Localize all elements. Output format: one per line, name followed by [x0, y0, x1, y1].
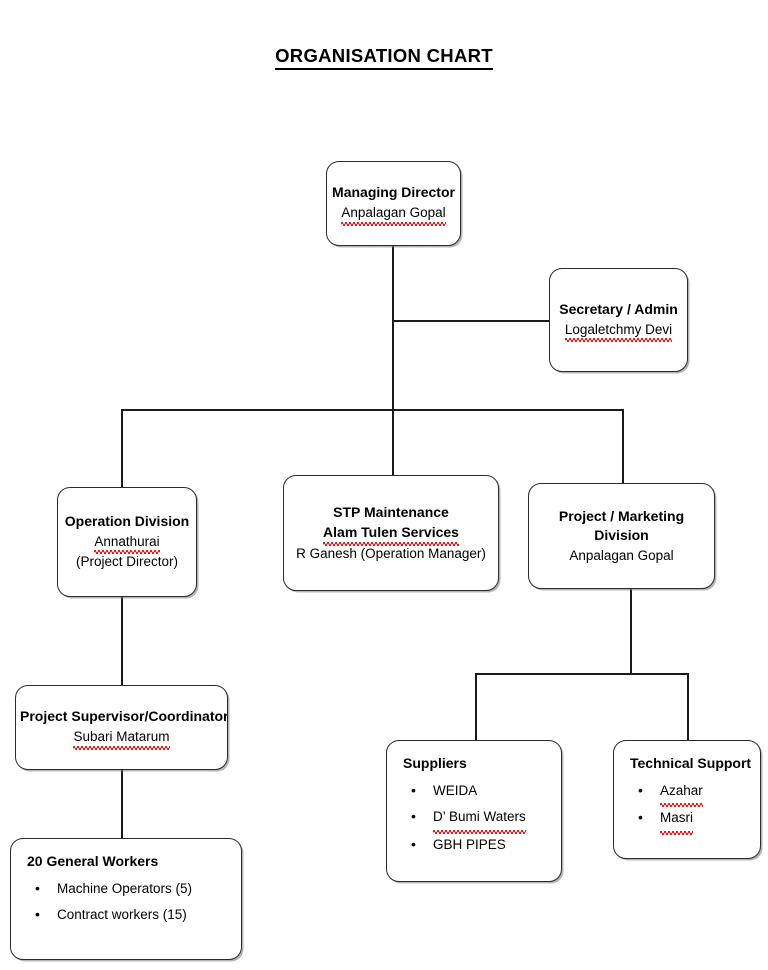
connector-bus-to-operation-division — [121, 409, 123, 487]
node-project-supervisor-coordinator[interactable]: Project Supervisor/Coordinator Subari Ma… — [15, 685, 228, 770]
node-suppliers[interactable]: Suppliers WEIDA D’ Bumi Waters GBH PIPES — [386, 740, 562, 882]
node-project-supervisor-line-1: Project Supervisor/Coordinator — [20, 708, 228, 725]
node-project-marketing-line-3: Anpalagan Gopal — [569, 548, 674, 564]
list-item: Masri — [638, 804, 760, 835]
node-operation-division-line-3: (Project Director) — [75, 554, 178, 570]
node-project-supervisor-line-2: Subari Matarum — [16, 727, 227, 750]
page-title-text: ORGANISATION CHART — [275, 45, 493, 70]
node-suppliers-list: WEIDA D’ Bumi Waters GBH PIPES — [387, 777, 561, 859]
node-stp-maintenance-line-2: Alam Tulen Services — [284, 523, 498, 546]
node-technical-support[interactable]: Technical Support Azahar Masri — [613, 740, 761, 859]
connector-project-marketing-trunk — [630, 589, 632, 674]
node-secretary-admin-line-1: Secretary / Admin — [559, 300, 678, 317]
node-technical-support-heading: Technical Support — [630, 755, 752, 771]
spellcheck-text: Annathurai — [94, 532, 160, 555]
list-item: GBH PIPES — [411, 831, 561, 859]
connector-md-trunk — [392, 245, 394, 410]
node-stp-maintenance-line-1: STP Maintenance — [333, 504, 449, 521]
connector-bus-to-suppliers — [475, 673, 477, 741]
spellcheck-text: Masri — [660, 805, 693, 835]
connector-bus-to-project-marketing — [622, 409, 624, 483]
page-title: ORGANISATION CHART — [0, 45, 768, 70]
spellcheck-text: Subari Matarum — [73, 727, 170, 750]
connector-bus-to-technical-support — [687, 673, 689, 741]
connector-supervisor-to-workers — [121, 770, 123, 838]
spellcheck-text: D’ Bumi Waters — [433, 804, 526, 834]
node-general-workers[interactable]: 20 General Workers Machine Operators (5)… — [10, 838, 242, 960]
list-item: Azahar — [638, 777, 760, 808]
node-managing-director-line-1: Managing Director — [332, 184, 455, 201]
node-general-workers-list: Machine Operators (5) Contract workers (… — [11, 875, 241, 929]
node-stp-maintenance-line-3: R Ganesh (Operation Manager) — [296, 545, 486, 561]
node-general-workers-heading: 20 General Workers — [27, 853, 159, 869]
list-item: WEIDA — [411, 777, 561, 805]
node-operation-division-line-1: Operation Division — [64, 513, 190, 530]
spellcheck-text: Alam Tulen Services — [323, 523, 459, 546]
list-item: D’ Bumi Waters — [411, 803, 561, 834]
spellcheck-text: Anpalagan Gopal — [341, 203, 447, 226]
spellcheck-text: Azahar — [660, 778, 703, 808]
node-operation-division[interactable]: Operation Division Annathurai (Project D… — [57, 487, 197, 597]
node-operation-division-line-2: Annathurai — [58, 532, 196, 555]
connector-level4-bus — [475, 673, 688, 675]
node-technical-support-list: Azahar Masri — [614, 777, 760, 835]
node-project-marketing-division[interactable]: Project / Marketing Division Anpalagan G… — [528, 483, 715, 589]
node-stp-maintenance[interactable]: STP Maintenance Alam Tulen Services R Ga… — [283, 475, 499, 591]
node-suppliers-heading: Suppliers — [403, 755, 467, 771]
list-item: Contract workers (15) — [35, 901, 241, 929]
connector-bus-to-stp — [392, 409, 394, 475]
connector-level2-bus — [121, 409, 623, 411]
node-secretary-admin[interactable]: Secretary / Admin Logaletchmy Devi — [549, 268, 688, 372]
connector-md-to-secretary — [392, 320, 550, 322]
connector-operation-to-supervisor — [121, 597, 123, 685]
node-secretary-admin-line-2: Logaletchmy Devi — [550, 320, 687, 343]
node-managing-director[interactable]: Managing Director Anpalagan Gopal — [326, 161, 461, 246]
spellcheck-text: Logaletchmy Devi — [564, 320, 673, 343]
node-project-marketing-line-2: Division — [594, 527, 649, 544]
node-project-marketing-line-1: Project / Marketing — [558, 507, 685, 524]
list-item: Machine Operators (5) — [35, 875, 241, 903]
node-managing-director-line-2: Anpalagan Gopal — [327, 203, 460, 226]
